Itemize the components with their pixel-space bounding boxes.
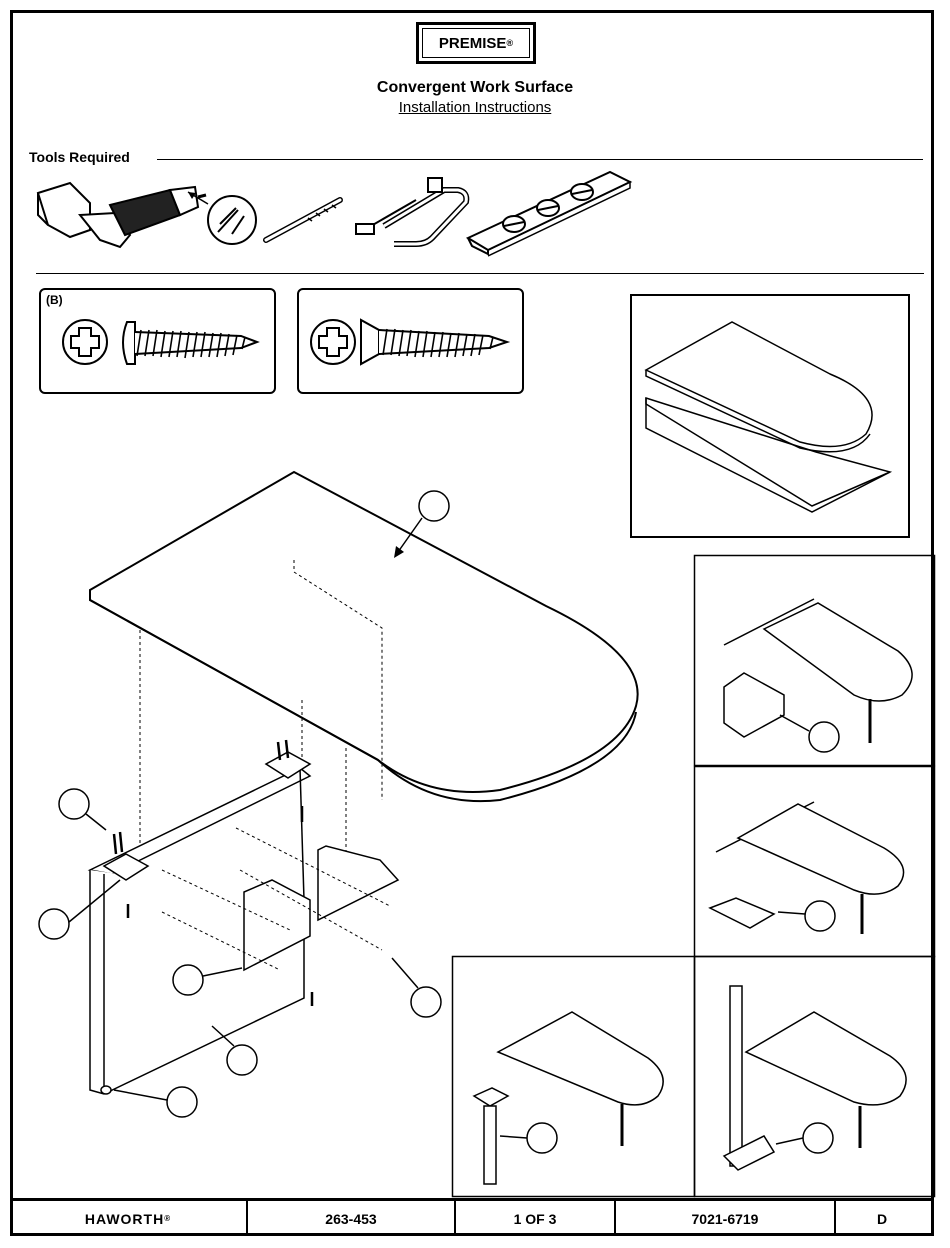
section-divider [36,273,924,274]
flat-head-screw-box [297,288,524,394]
option-panel-bracket-mount [694,956,936,1198]
haworth-logo: HAWORTH® [10,1201,248,1236]
phillips-bit-icon [186,190,258,246]
document-subtitle: Installation Instructions [399,99,552,116]
part-number: 263-453 [248,1201,456,1236]
document-title: Convergent Work Surface [0,79,950,97]
drill-bit-icon [262,196,344,244]
option-panel-plate-mount [694,766,936,958]
logo-text: HAWORTH [85,1211,164,1227]
brand-registered-mark: ® [506,38,513,48]
level-icon [464,168,634,258]
document-number: 7021-6719 [616,1201,836,1236]
logo-registered-mark: ® [164,1214,171,1223]
pan-head-screw-box: (B) [39,288,276,394]
page-number: 1 OF 3 [456,1201,616,1236]
pan-head-screw-icon [61,318,271,374]
footer-bar: HAWORTH® 263-453 1 OF 3 7021-6719 D [10,1198,934,1236]
drill-icon [30,175,205,255]
work-surface-options-panel [630,294,910,538]
c-clamp-icon [354,176,474,248]
hardware-label-b: (B) [46,293,63,307]
brand-box: PREMISE® [416,22,536,64]
flat-head-screw-icon [309,318,519,374]
tools-required-label: Tools Required [29,149,138,165]
brand-name: PREMISE [439,35,507,52]
option-panel-leg-support [452,956,696,1198]
tools-divider [157,159,923,160]
revision-letter: D [836,1201,928,1236]
option-panel-panel-mount [694,555,936,767]
